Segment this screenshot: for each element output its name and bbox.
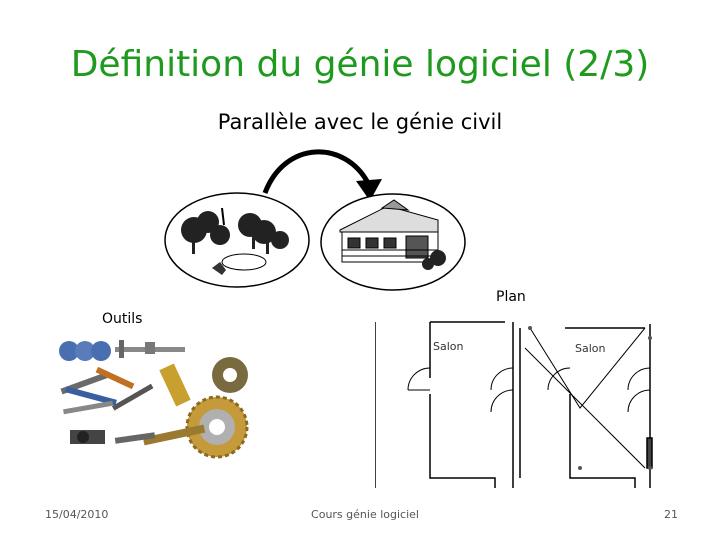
tools-label: Outils — [102, 311, 143, 327]
floor-plan: Salon Salon — [375, 321, 653, 488]
footer-course: Cours génie logiciel — [311, 508, 419, 521]
room-label-left: Salon — [433, 340, 464, 353]
trees-illustration — [181, 211, 289, 254]
plan-label: Plan — [496, 289, 526, 305]
land-ellipse — [164, 192, 310, 288]
footer-page-number: 21 — [664, 508, 678, 521]
milling-cutter-icon — [159, 357, 248, 407]
slide-subtitle: Parallèle avec le génie civil — [217, 110, 503, 134]
reamer-icon — [70, 424, 206, 446]
slide-title: Définition du génie logiciel (2/3) — [70, 44, 650, 85]
cutting-disc-icon — [59, 341, 79, 361]
house-ellipse — [320, 193, 466, 291]
footer-date: 15/04/2010 — [45, 508, 109, 521]
cutting-disc-icon — [75, 341, 95, 361]
caliper-icon — [115, 340, 185, 358]
cutting-disc-icon — [91, 341, 111, 361]
house-illustration — [339, 199, 439, 263]
room-label-right: Salon — [575, 342, 606, 355]
transition-arrow — [262, 149, 382, 201]
gear-cutter-icon — [185, 395, 249, 459]
tools-illustration — [59, 340, 249, 459]
drill-bits-icon — [60, 366, 154, 415]
